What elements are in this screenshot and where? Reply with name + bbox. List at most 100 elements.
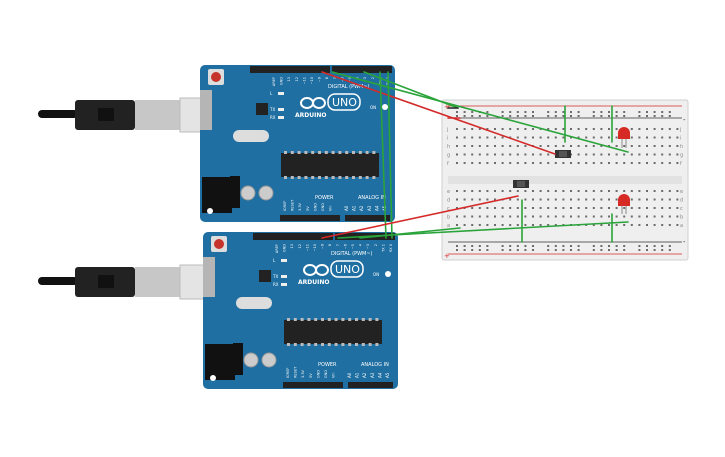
analog-pin-label: A2 bbox=[362, 372, 367, 378]
row-letter: h bbox=[447, 144, 450, 150]
power-pin-label: Vin bbox=[332, 372, 336, 378]
row-letter: j bbox=[679, 127, 681, 133]
digital-pin-label: AREF bbox=[275, 244, 279, 253]
power-pin-label: 5V bbox=[309, 373, 313, 378]
power-pin-label: IOREF bbox=[283, 201, 287, 211]
row-letter: f bbox=[680, 161, 682, 167]
digital-pin-label: 7 bbox=[336, 244, 340, 246]
analog-pin-label: A5 bbox=[385, 372, 390, 378]
wire-green-vertical-1 bbox=[379, 71, 387, 239]
digital-label: DIGITAL (PWM~) bbox=[328, 84, 370, 90]
wire-green-bottom-2 bbox=[359, 227, 461, 239]
led-label: L bbox=[273, 258, 276, 263]
analog-pin-label: A0 bbox=[347, 372, 352, 378]
digital-pin-label: GND bbox=[280, 77, 284, 85]
power-pin-label: GND bbox=[321, 203, 325, 211]
digital-pin-label: RX 0 bbox=[389, 244, 393, 252]
digital-pin-label: ~10 bbox=[310, 77, 314, 84]
digital-pin-label: 4 bbox=[356, 76, 360, 79]
digital-pin-label: ~3 bbox=[366, 244, 370, 249]
reset-button[interactable] bbox=[214, 239, 224, 249]
brand-label: ARDUINO bbox=[298, 279, 329, 286]
row-letter: e bbox=[680, 189, 683, 195]
pushbutton-bottom[interactable] bbox=[513, 180, 529, 188]
digital-pin-label: 2 bbox=[371, 77, 375, 79]
row-letter: i bbox=[447, 136, 448, 142]
power-pin-label: 5V bbox=[306, 206, 310, 211]
digital-pin-label: ~11 bbox=[305, 244, 309, 251]
digital-pin-label: 12 bbox=[295, 77, 299, 81]
digital-pin-label: TX 1 bbox=[381, 244, 385, 253]
row-letter: i bbox=[680, 136, 681, 142]
analog-pin-label: A4 bbox=[377, 372, 382, 378]
row-letter: b bbox=[447, 215, 450, 221]
digital-pin-label: ~3 bbox=[363, 77, 367, 82]
led-top[interactable] bbox=[618, 127, 630, 148]
power-label: POWER bbox=[318, 362, 337, 368]
digital-pin-label: 13 bbox=[287, 77, 291, 81]
digital-pin-label: 13 bbox=[290, 244, 294, 248]
digital-pin-label: ~5 bbox=[351, 244, 355, 249]
row-letter: c bbox=[447, 206, 450, 212]
row-letter: a bbox=[447, 223, 450, 229]
power-pin-label: Vin bbox=[329, 205, 333, 211]
digital-pin-label: ~9 bbox=[318, 77, 322, 82]
power-label: POWER bbox=[315, 195, 334, 201]
analog-pin-label: A0 bbox=[344, 205, 349, 211]
power-pin-label: RESET bbox=[291, 199, 295, 211]
digital-pin-label: ~5 bbox=[348, 77, 352, 82]
led-label: L bbox=[270, 91, 273, 96]
analog-pin-label: A2 bbox=[359, 205, 364, 211]
brand-label: ARDUINO bbox=[295, 112, 326, 119]
wire-red-bottom bbox=[321, 195, 519, 239]
row-letter: g bbox=[447, 153, 450, 159]
rail-minus-label-bottom: - bbox=[683, 238, 686, 246]
led-label: RX bbox=[273, 282, 279, 287]
led-label: TX bbox=[269, 107, 275, 112]
row-letter: g bbox=[680, 153, 683, 159]
pushbutton-top[interactable] bbox=[555, 150, 571, 158]
analog-label: ANALOG IN bbox=[358, 195, 386, 201]
row-letter: j bbox=[446, 127, 448, 133]
wire-red-top-1 bbox=[321, 71, 556, 155]
digital-pin-label: 2 bbox=[374, 244, 378, 246]
digital-pin-label: 7 bbox=[333, 77, 337, 79]
digital-pin-label: GND bbox=[283, 244, 287, 252]
row-letter: a bbox=[680, 223, 683, 229]
led-label: TX bbox=[272, 274, 278, 279]
reset-button[interactable] bbox=[211, 72, 221, 82]
power-pin-label: 3.3V bbox=[301, 369, 305, 378]
led-label: ON bbox=[373, 272, 379, 277]
row-letter: e bbox=[447, 189, 450, 195]
digital-pin-label: ~9 bbox=[321, 244, 325, 249]
analog-pin-label: A1 bbox=[355, 372, 360, 378]
analog-pin-label: A3 bbox=[367, 205, 372, 211]
digital-pin-label: ~11 bbox=[302, 77, 306, 84]
row-letter: c bbox=[680, 206, 683, 212]
power-pin-label: RESET bbox=[294, 366, 298, 378]
rail-plus-label-top: + bbox=[444, 103, 450, 111]
led-bottom[interactable] bbox=[618, 194, 630, 214]
usb-cable-top[interactable] bbox=[38, 97, 207, 133]
wires bbox=[321, 71, 629, 243]
rail-minus-label-top: - bbox=[683, 116, 686, 124]
rail-plus-label-bottom: + bbox=[444, 252, 450, 260]
row-letter: d bbox=[447, 198, 450, 204]
power-pin-label: GND bbox=[316, 370, 320, 378]
row-letter: d bbox=[680, 198, 683, 204]
led-label: RX bbox=[270, 115, 276, 120]
analog-pin-label: A4 bbox=[374, 205, 379, 211]
power-pin-label: GND bbox=[324, 370, 328, 378]
digital-pin-label: AREF bbox=[272, 77, 276, 86]
power-pin-label: GND bbox=[313, 203, 317, 211]
digital-pin-label: 4 bbox=[359, 243, 363, 246]
power-pin-label: 3.3V bbox=[298, 202, 302, 211]
digital-pin-label: 8 bbox=[325, 77, 329, 79]
usb-cable-bottom[interactable] bbox=[38, 264, 207, 300]
wire-green-top-1 bbox=[331, 71, 629, 153]
digital-pin-label: ~10 bbox=[313, 244, 317, 251]
